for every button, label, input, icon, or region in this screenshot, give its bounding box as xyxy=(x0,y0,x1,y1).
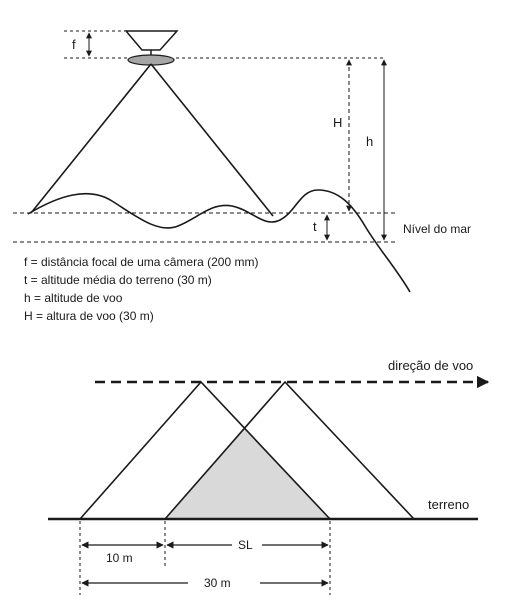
label-t: t xyxy=(313,219,317,234)
camera-body xyxy=(124,30,179,51)
legend-item-t: t = altitude média do terreno (30 m) xyxy=(24,273,212,287)
dim-10m-label: 10 m xyxy=(106,551,133,565)
first-photo-footprint xyxy=(79,380,331,520)
fov-left-ray xyxy=(30,63,152,214)
dim-sl-label: SL xyxy=(238,538,253,552)
legend-item-H: H = altura de voo (30 m) xyxy=(24,309,154,323)
label-f: f xyxy=(72,37,76,52)
fov-right-ray xyxy=(150,63,274,217)
legend-item-h: h = altitude de voo xyxy=(24,291,123,305)
terrain-profile xyxy=(27,189,411,293)
legend-item-f: f = distância focal de uma câmera (200 m… xyxy=(24,255,258,269)
flight-direction-label: direção de voo xyxy=(388,358,473,373)
legend: f = distância focal de uma câmera (200 m… xyxy=(24,255,258,323)
terrain-label: terreno xyxy=(428,497,469,512)
flight-geometry-diagram: f Nível do mar H h t f = distância focal… xyxy=(13,30,471,323)
label-H: H xyxy=(333,115,342,130)
camera-lens xyxy=(127,54,175,66)
overlap-area xyxy=(165,429,330,519)
overlap-diagram: direção de voo terreno 10 m SL 30 m xyxy=(48,358,490,595)
label-h: h xyxy=(366,134,373,149)
second-photo-footprint xyxy=(164,380,415,520)
sea-level-label: Nível do mar xyxy=(403,222,471,236)
dim-30m-label: 30 m xyxy=(204,576,231,590)
